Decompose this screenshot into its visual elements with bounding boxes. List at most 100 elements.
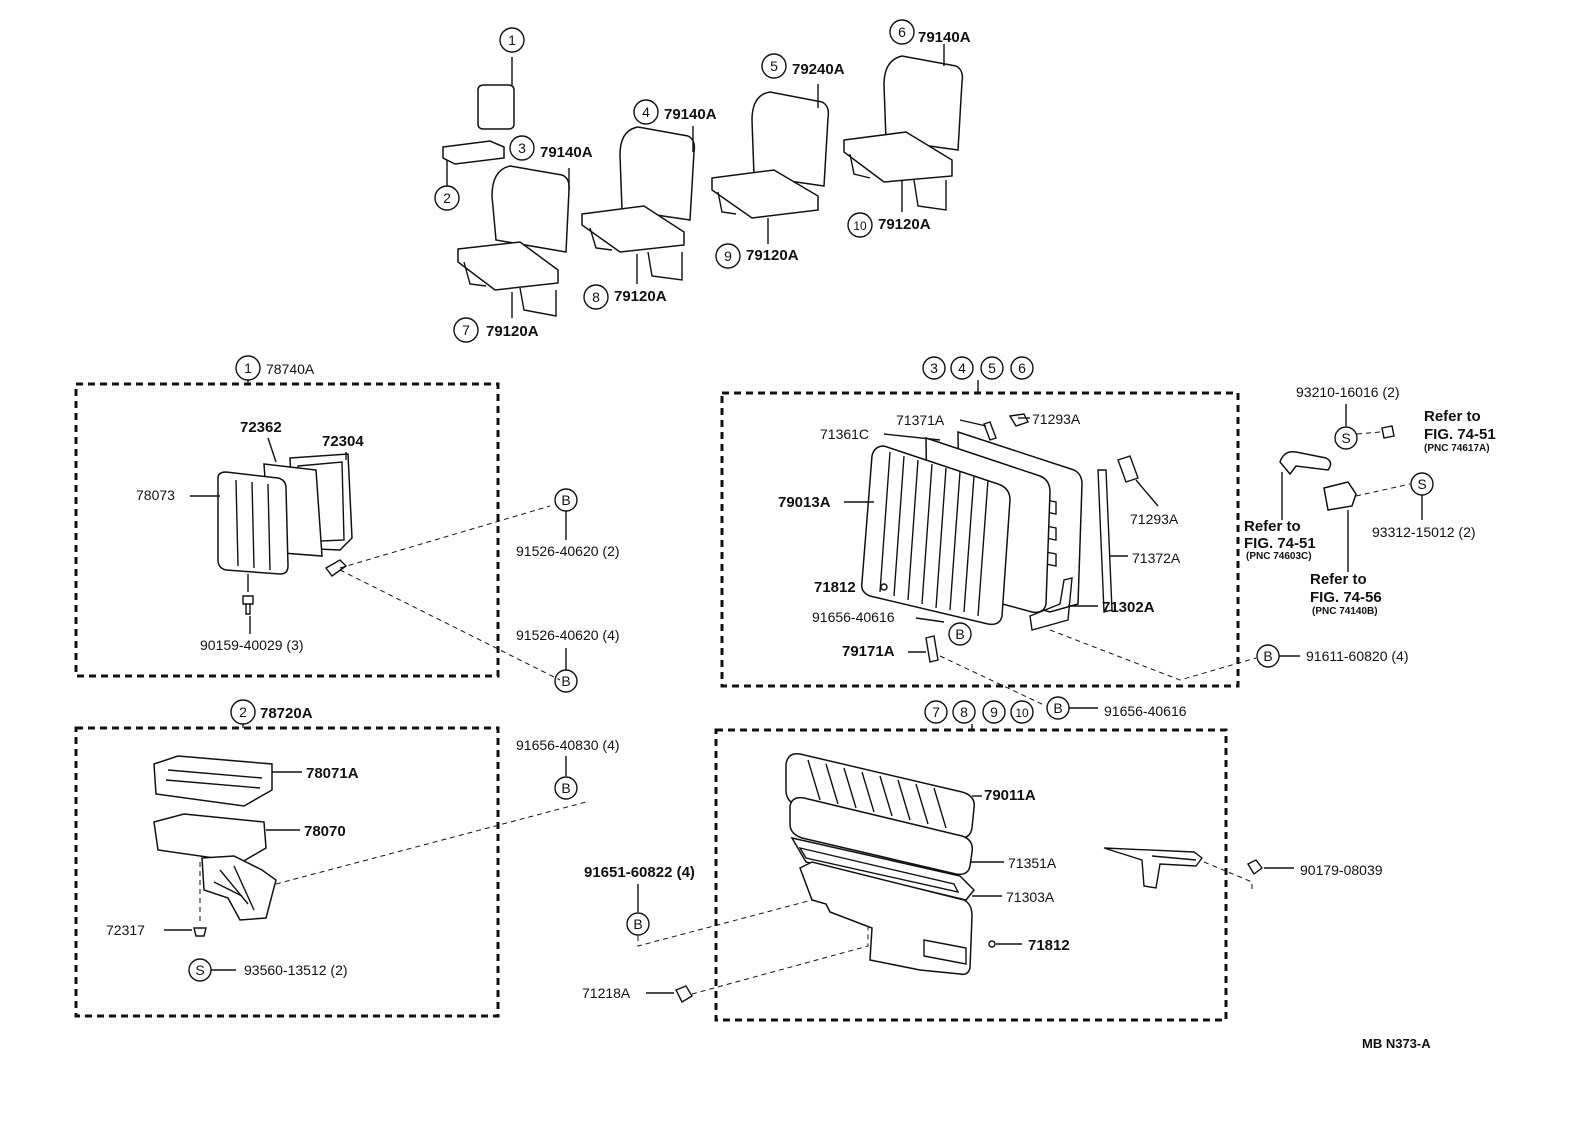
part-71302A-label: 71302A	[1102, 599, 1155, 616]
part-code-8: 79120A	[614, 288, 667, 305]
seat-cushion-assembly-illustration	[675, 752, 1263, 1003]
group-2-box	[74, 726, 500, 1018]
leader-dashed-line	[339, 569, 561, 681]
callout-number-1: 1	[508, 32, 516, 48]
group-2-section: 2 78720A 78071A 78070 72317 S 93560-1351…	[74, 699, 620, 1018]
bolt-callout-b: B	[561, 780, 570, 796]
group-7-10-section: 7 8 9 10 79011A 71351A 71303A 71	[582, 700, 1383, 1022]
clip-icon	[1381, 425, 1395, 439]
part-78073-label: 78073	[136, 487, 175, 503]
callout-circle-3	[509, 135, 535, 161]
nut-icon	[1247, 859, 1263, 876]
callout-number-2: 2	[443, 190, 451, 206]
refer-to-3: Refer to	[1310, 571, 1367, 588]
group-6-callout-circle	[1010, 356, 1034, 380]
group-10-number: 10	[1015, 706, 1029, 720]
clip-icon	[988, 940, 996, 948]
callout-circle-10	[847, 212, 873, 238]
reference-section: 93210-16016 (2) S Refer to FIG. 74-51 (P…	[1244, 384, 1496, 617]
part-71812-label: 71812	[814, 579, 856, 596]
callout-number-8: 8	[592, 289, 600, 305]
group-7-callout-circle	[924, 700, 948, 724]
refer-fig-1: FIG. 74-51	[1424, 426, 1496, 443]
group-2-number: 2	[239, 704, 247, 720]
grab-handle-illustration	[1279, 450, 1332, 476]
group-3-number: 3	[930, 360, 938, 376]
part-72304-label: 72304	[322, 433, 364, 450]
callout-number-9: 9	[724, 248, 732, 264]
group-5-callout-circle	[980, 356, 1004, 380]
clip-icon	[880, 583, 888, 591]
part-78071A-label: 78071A	[306, 765, 359, 782]
callout-circle-9	[715, 243, 741, 269]
group-9-callout-circle	[982, 700, 1006, 724]
part-78070-label: 78070	[304, 823, 346, 840]
group-8-callout-circle	[952, 700, 976, 724]
seat-6-10-illustration	[843, 44, 964, 212]
leader-dashed-line	[691, 926, 869, 995]
clip-icon	[675, 985, 693, 1003]
group-1-code: 78740A	[266, 361, 315, 377]
part-93210-label: 93210-16016 (2)	[1296, 384, 1400, 400]
fastener-91656-40830-label: 91656-40830 (4)	[516, 737, 620, 753]
part-79011A-label: 79011A	[984, 787, 1036, 804]
refer-fig-3: FIG. 74-56	[1310, 589, 1382, 606]
part-93560-label: 93560-13512 (2)	[244, 962, 348, 978]
bolt-callout-circle	[626, 912, 650, 936]
callout-circle-6	[889, 19, 915, 45]
callout-number-4: 4	[642, 104, 650, 120]
bolt-callout-b: B	[633, 916, 642, 932]
group-1-box	[74, 382, 500, 678]
leader-dashed-line	[637, 899, 813, 947]
part-72317-label: 72317	[106, 922, 145, 938]
screw-callout-s-2: S	[1417, 476, 1426, 492]
part-71293A-label-2: 71293A	[1130, 511, 1179, 527]
leader-dashed-line	[339, 505, 551, 569]
group-7-number: 7	[932, 704, 940, 720]
group-3-6-section: 3 4 5 6 71371A 71293A 71361C 79013A 7129	[720, 356, 1408, 720]
seat-back-assembly-illustration	[860, 413, 1139, 663]
part-91651-label: 91651-60822 (4)	[584, 864, 695, 881]
bolt-callout-b-2: B	[561, 673, 570, 689]
part-90159-label: 90159-40029 (3)	[200, 637, 304, 653]
group-7-10-box	[714, 728, 1228, 1022]
bolt-callout-circle	[554, 776, 578, 800]
leader-dashed-line	[1355, 483, 1411, 497]
callout-circle-1	[499, 27, 525, 53]
callout-number-10: 10	[853, 219, 867, 233]
headrest-assembly-illustration	[217, 453, 353, 615]
group-8-number: 8	[960, 704, 968, 720]
screw-callout-s: S	[195, 962, 204, 978]
callout-number-3: 3	[518, 140, 526, 156]
part-code-9: 79120A	[746, 247, 799, 264]
screw-callout-circle	[1334, 426, 1358, 450]
callout-circle-7	[453, 317, 479, 343]
seat-3-7-illustration	[457, 165, 570, 318]
part-code-4: 79140A	[664, 106, 717, 123]
seat-2-cushion-illustration	[442, 140, 505, 186]
group-5-number: 5	[988, 360, 996, 376]
bolt-callout-b: B	[561, 492, 570, 508]
seat-5-9-illustration	[711, 84, 830, 244]
fastener-91526-label-2: 91526-40620 (4)	[516, 627, 620, 643]
bolt-callout-b-3: B	[1053, 700, 1062, 716]
part-93312-label: 93312-15012 (2)	[1372, 524, 1476, 540]
bolt-callout-b-1: B	[955, 626, 964, 642]
leader-dashed-line	[939, 655, 1047, 707]
part-90179-label: 90179-08039	[1300, 862, 1383, 878]
group-10-callout-circle	[1010, 700, 1034, 724]
group-4-callout-circle	[950, 356, 974, 380]
part-code-5: 79240A	[792, 61, 845, 78]
callout-circle-5	[761, 53, 787, 79]
group-4-number: 4	[958, 360, 966, 376]
armrest-assembly-illustration	[153, 755, 277, 937]
callout-circle-2	[434, 185, 460, 211]
callout-number-6: 6	[898, 24, 906, 40]
leader-dashed-line	[1049, 629, 1257, 681]
part-71371A-label: 71371A	[896, 412, 945, 428]
refer-pnc-3: (PNC 74140B)	[1312, 606, 1378, 617]
part-71303A-label: 71303A	[1006, 889, 1055, 905]
seat-1-backrest-illustration	[477, 57, 515, 130]
part-71293A-label-1: 71293A	[1032, 411, 1081, 427]
